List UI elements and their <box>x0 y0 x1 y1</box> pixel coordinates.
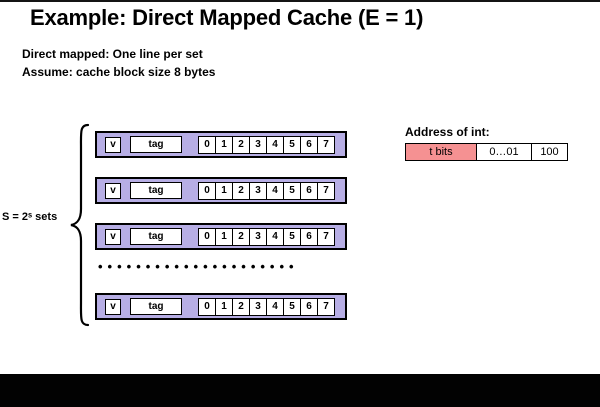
block-offset-bits-cell: 100 <box>531 143 568 161</box>
cache-set-row: v tag 0 1 2 3 4 5 6 7 <box>95 177 347 204</box>
address-label: Address of int: <box>405 125 490 139</box>
block-byte-cell: 7 <box>317 227 335 246</box>
block-byte-cell: 2 <box>232 135 250 154</box>
block-cells: 0 1 2 3 4 5 6 7 <box>198 297 335 316</box>
block-byte-cell: 0 <box>198 297 216 316</box>
tag-bits-cell: t bits <box>405 143 477 161</box>
valid-bit-cell: v <box>105 228 121 245</box>
block-byte-cell: 3 <box>249 227 267 246</box>
address-bits-table: t bits 0…01 100 <box>405 143 568 161</box>
block-byte-cell: 1 <box>215 297 233 316</box>
block-cells: 0 1 2 3 4 5 6 7 <box>198 227 335 246</box>
ellipsis-dots: ••••••••••••••••••••• <box>98 259 299 274</box>
block-byte-cell: 7 <box>317 297 335 316</box>
block-byte-cell: 0 <box>198 227 216 246</box>
block-byte-cell: 5 <box>283 181 301 200</box>
block-byte-cell: 4 <box>266 135 284 154</box>
block-byte-cell: 0 <box>198 135 216 154</box>
block-byte-cell: 6 <box>300 181 318 200</box>
block-byte-cell: 5 <box>283 135 301 154</box>
block-byte-cell: 2 <box>232 227 250 246</box>
block-byte-cell: 6 <box>300 135 318 154</box>
cache-set-row: v tag 0 1 2 3 4 5 6 7 <box>95 223 347 250</box>
valid-bit-cell: v <box>105 182 121 199</box>
block-byte-cell: 3 <box>249 135 267 154</box>
block-byte-cell: 6 <box>300 297 318 316</box>
block-byte-cell: 2 <box>232 181 250 200</box>
slide-subtitle: Direct mapped: One line per set Assume: … <box>22 45 215 81</box>
subtitle-line-1: Direct mapped: One line per set <box>22 47 203 61</box>
block-byte-cell: 6 <box>300 227 318 246</box>
block-byte-cell: 0 <box>198 181 216 200</box>
block-byte-cell: 4 <box>266 227 284 246</box>
block-byte-cell: 3 <box>249 181 267 200</box>
tag-cell: tag <box>130 182 182 199</box>
sets-count-label: S = 2ˢ sets <box>2 211 58 223</box>
top-edge-line <box>0 0 600 2</box>
block-byte-cell: 4 <box>266 297 284 316</box>
subtitle-line-2: Assume: cache block size 8 bytes <box>22 65 216 79</box>
block-byte-cell: 7 <box>317 135 335 154</box>
block-byte-cell: 2 <box>232 297 250 316</box>
letterbox-bottom-bar <box>0 374 600 407</box>
set-index-bits-cell: 0…01 <box>476 143 532 161</box>
valid-bit-cell: v <box>105 136 121 153</box>
curly-brace-icon <box>68 122 90 328</box>
block-byte-cell: 5 <box>283 297 301 316</box>
block-byte-cell: 1 <box>215 227 233 246</box>
cache-set-row: v tag 0 1 2 3 4 5 6 7 <box>95 293 347 320</box>
block-byte-cell: 4 <box>266 181 284 200</box>
block-byte-cell: 3 <box>249 297 267 316</box>
valid-bit-cell: v <box>105 298 121 315</box>
tag-cell: tag <box>130 298 182 315</box>
cache-set-row: v tag 0 1 2 3 4 5 6 7 <box>95 131 347 158</box>
tag-cell: tag <box>130 136 182 153</box>
block-cells: 0 1 2 3 4 5 6 7 <box>198 135 335 154</box>
tag-cell: tag <box>130 228 182 245</box>
block-byte-cell: 1 <box>215 135 233 154</box>
block-cells: 0 1 2 3 4 5 6 7 <box>198 181 335 200</box>
block-byte-cell: 5 <box>283 227 301 246</box>
slide-title: Example: Direct Mapped Cache (E = 1) <box>30 5 424 30</box>
block-byte-cell: 7 <box>317 181 335 200</box>
block-byte-cell: 1 <box>215 181 233 200</box>
